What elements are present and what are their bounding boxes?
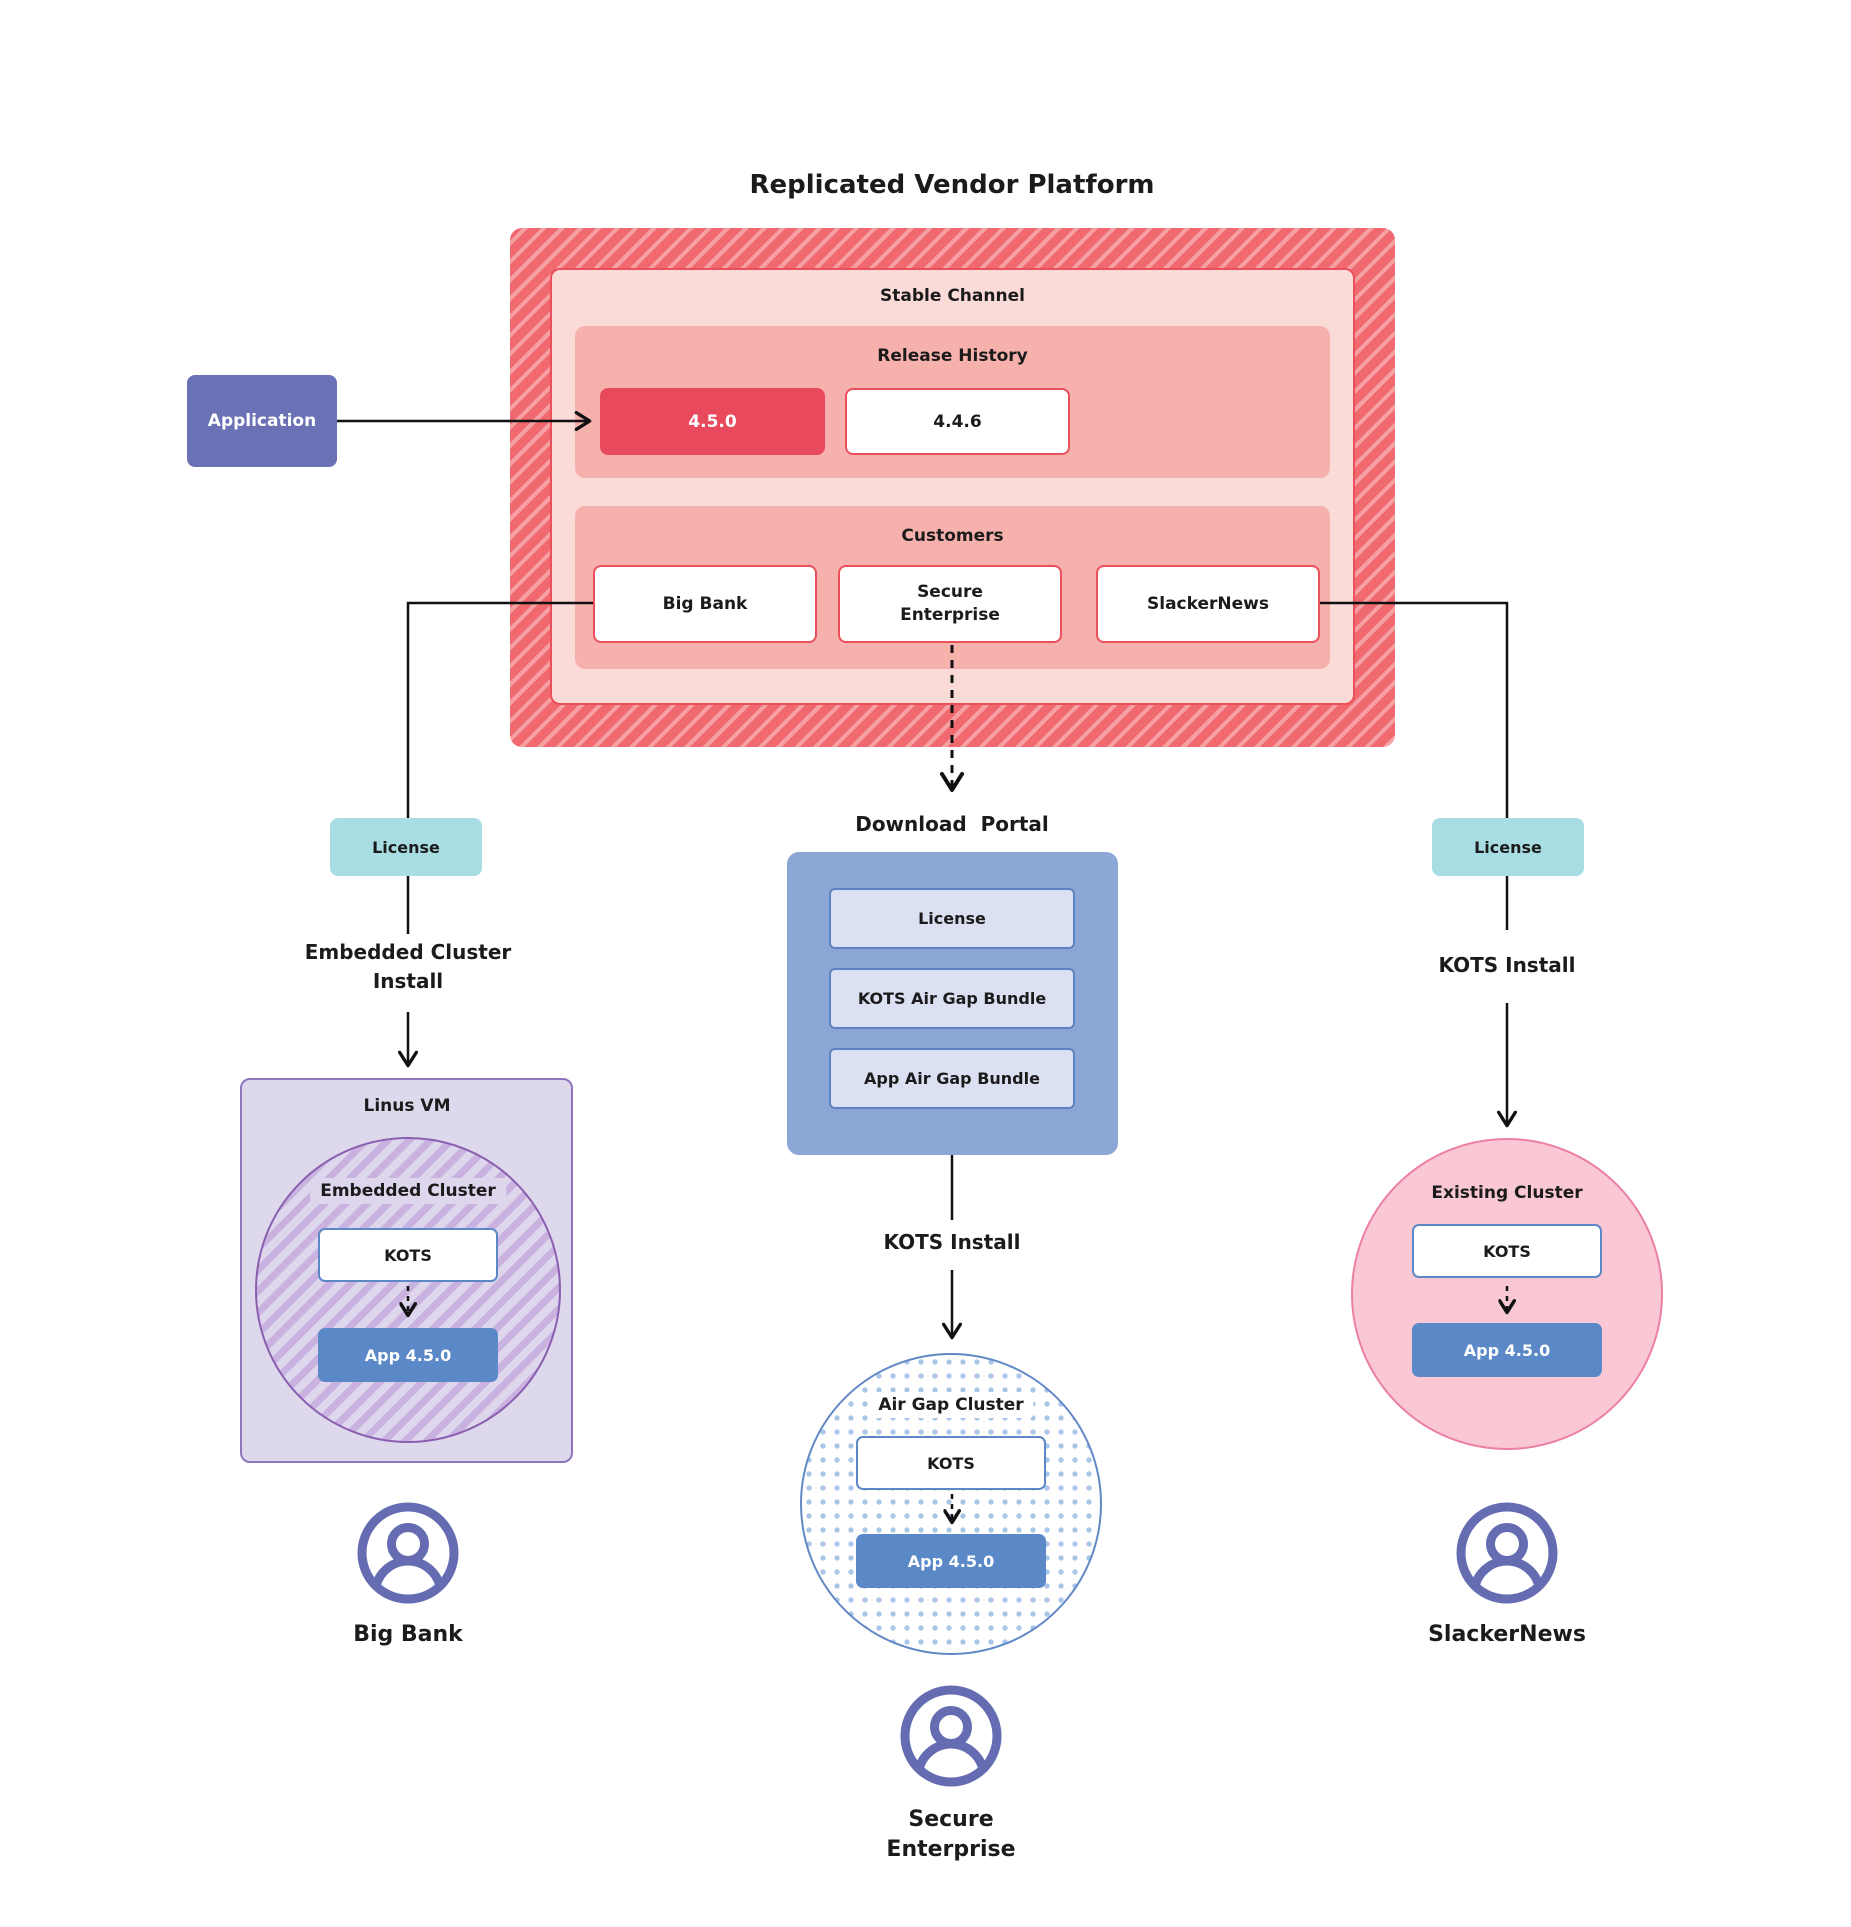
release-4-4-6[interactable]: 4.4.6 <box>845 388 1070 455</box>
customers-label: Customers <box>901 526 1004 546</box>
linus-vm-label: Linus VM <box>363 1096 451 1116</box>
big-bank-user-label: Big Bank <box>353 1622 463 1647</box>
customer-secure-enterprise[interactable]: Secure Enterprise <box>838 565 1062 643</box>
kots-install-label-right: KOTS Install <box>1438 953 1576 977</box>
slackernews-user-icon <box>1456 1502 1558 1604</box>
secure-enterprise-user-label: Secure Enterprise <box>886 1807 1016 1862</box>
embedded-cluster-label: Embedded Cluster <box>310 1178 506 1204</box>
big-bank-user-icon <box>357 1502 459 1604</box>
kots-box-big-bank: KOTS <box>318 1228 498 1282</box>
release-history-label: Release History <box>877 346 1028 366</box>
portal-app-airgap-bundle-item[interactable]: App Air Gap Bundle <box>829 1048 1075 1109</box>
app-box-slackernews: App 4.5.0 <box>1412 1323 1602 1377</box>
slackernews-user-label: SlackerNews <box>1428 1622 1586 1647</box>
release-4-5-0[interactable]: 4.5.0 <box>600 388 825 455</box>
kots-box-secure-enterprise: KOTS <box>856 1436 1046 1490</box>
existing-cluster-label: Existing Cluster <box>1431 1183 1583 1203</box>
app-box-big-bank: App 4.5.0 <box>318 1328 498 1382</box>
air-gap-cluster-label: Air Gap Cluster <box>868 1392 1034 1418</box>
customer-big-bank[interactable]: Big Bank <box>593 565 817 643</box>
kots-install-label-middle: KOTS Install <box>883 1230 1021 1254</box>
secure-enterprise-user-icon <box>900 1685 1002 1787</box>
embedded-cluster-install-label: Embedded Cluster Install <box>304 940 512 993</box>
customer-slackernews[interactable]: SlackerNews <box>1096 565 1320 643</box>
app-box-secure-enterprise: App 4.5.0 <box>856 1534 1046 1588</box>
portal-kots-airgap-bundle-item[interactable]: KOTS Air Gap Bundle <box>829 968 1075 1029</box>
application-box: Application <box>187 375 337 467</box>
license-box-big-bank: License <box>330 818 482 876</box>
portal-license-item[interactable]: License <box>829 888 1075 949</box>
page-title: Replicated Vendor Platform <box>749 170 1155 200</box>
download-portal-label: Download Portal <box>855 812 1049 836</box>
stable-channel-label: Stable Channel <box>880 286 1025 306</box>
kots-box-slackernews: KOTS <box>1412 1224 1602 1278</box>
license-box-slackernews: License <box>1432 818 1584 876</box>
